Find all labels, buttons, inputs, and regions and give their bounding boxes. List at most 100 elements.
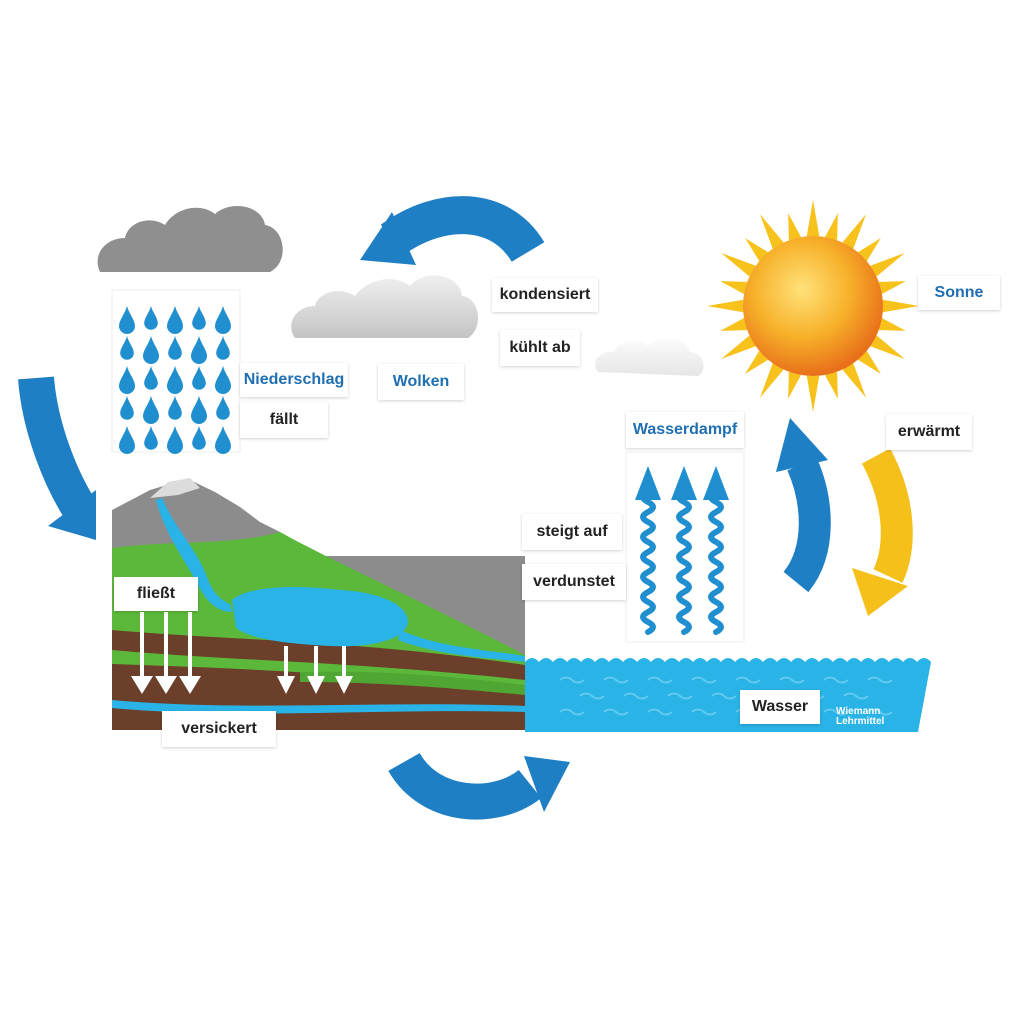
logo-line-1: Wiemann — [836, 706, 881, 717]
wave — [779, 676, 805, 684]
raindrop-icon — [192, 426, 206, 450]
seepage-arrow-shaft — [164, 612, 168, 678]
seepage-arrow-shaft — [140, 612, 144, 678]
seepage-arrow-head — [307, 676, 325, 694]
seepage-arrow-head — [179, 676, 201, 694]
raindrop-icon — [119, 366, 135, 394]
label-kondensiert: kondensiert — [492, 278, 598, 312]
label-kuehlt-ab: kühlt ab — [500, 330, 580, 366]
label-erwaermt: erwärmt — [886, 414, 972, 450]
raindrop-icon — [215, 366, 231, 394]
wave — [711, 692, 737, 700]
label-niederschlag: Niederschlag — [240, 363, 348, 397]
sun-ray — [878, 317, 906, 331]
sun-ray — [788, 371, 802, 399]
vapor-arrow-head — [635, 466, 661, 500]
sun-ray — [721, 253, 756, 277]
sun-ray — [882, 299, 919, 313]
wave — [579, 692, 605, 700]
raindrops-panel — [111, 289, 241, 454]
label-versickert: versickert — [162, 711, 276, 747]
wave — [691, 676, 717, 684]
raindrop-icon — [215, 426, 231, 454]
wave — [823, 676, 849, 684]
seepage-arrow-shaft — [314, 646, 318, 678]
raindrop-icon — [144, 306, 158, 330]
sun-ray — [760, 214, 784, 249]
sun-ray — [788, 213, 802, 241]
sun-ray — [806, 200, 820, 237]
publisher-logo: Wiemann Lehrmittel — [836, 707, 884, 727]
vapor-panel — [625, 451, 745, 643]
wave — [867, 676, 893, 684]
sun-ray — [878, 281, 906, 295]
raindrop-icon — [167, 366, 183, 394]
seepage-arrow-head — [277, 676, 295, 694]
wave — [559, 676, 585, 684]
sun-ray — [824, 213, 838, 241]
raindrop-icon — [120, 396, 134, 420]
raindrop-icon — [192, 366, 206, 390]
raindrop-icon — [215, 306, 231, 334]
label-wasserdampf: Wasserdampf — [626, 412, 744, 448]
wave — [843, 692, 869, 700]
cloud-icon — [291, 275, 479, 338]
sun-ray — [745, 238, 769, 262]
sun-ray — [720, 317, 748, 331]
raindrop-icon — [144, 366, 158, 390]
raindrop-icon — [216, 336, 230, 360]
label-steigt-auf: steigt auf — [522, 514, 622, 550]
sun-ray — [842, 214, 866, 249]
raindrop-icon — [120, 336, 134, 360]
vapor-wave-icon — [708, 489, 724, 635]
vapor-wave-icon — [640, 489, 656, 635]
raindrop-icon — [144, 426, 158, 450]
rain-cloud-icon — [97, 206, 283, 272]
raindrop-icon — [167, 426, 183, 454]
vapor-arrow-head — [671, 466, 697, 500]
wave — [559, 708, 585, 716]
wave — [623, 692, 649, 700]
cycle-arrow-icon — [18, 196, 913, 820]
wave — [735, 676, 761, 684]
seepage-arrow-shaft — [188, 612, 192, 678]
raindrop-icon — [216, 396, 230, 420]
sun-ray — [806, 375, 820, 412]
label-faellt: fällt — [240, 402, 328, 438]
wave — [823, 708, 849, 716]
sun-ray — [721, 335, 756, 359]
sun-ray — [857, 350, 881, 374]
label-sonne: Sonne — [918, 276, 1000, 310]
wave — [647, 708, 673, 716]
raindrop-icon — [192, 306, 206, 330]
seepage-arrow-shaft — [284, 646, 288, 678]
raindrop-icon — [143, 336, 159, 364]
sun-icon — [707, 200, 919, 412]
raindrop-icon — [191, 336, 207, 364]
raindrop-icon — [168, 396, 182, 420]
sun-ray — [720, 281, 748, 295]
seepage-arrow-head — [155, 676, 177, 694]
sun-ray — [760, 363, 784, 398]
wave — [603, 708, 629, 716]
wave — [867, 708, 893, 716]
wave — [667, 692, 693, 700]
sun-ray — [707, 299, 744, 313]
sun-ray — [842, 363, 866, 398]
raindrop-icon — [119, 306, 135, 334]
raindrop-icon — [167, 306, 183, 334]
label-fliesst: fließt — [114, 577, 198, 611]
vapor-arrow-head — [703, 466, 729, 500]
wave — [691, 708, 717, 716]
label-verdunstet: verdunstet — [522, 564, 626, 600]
raindrop-icon — [143, 396, 159, 424]
sun-ray — [745, 350, 769, 374]
water-body — [525, 658, 931, 732]
wave — [647, 676, 673, 684]
raindrop-icon — [168, 336, 182, 360]
sun-ray — [870, 335, 905, 359]
vapor-wave-icon — [676, 489, 692, 635]
seepage-arrow-shaft — [342, 646, 346, 678]
sun-ray — [857, 238, 881, 262]
